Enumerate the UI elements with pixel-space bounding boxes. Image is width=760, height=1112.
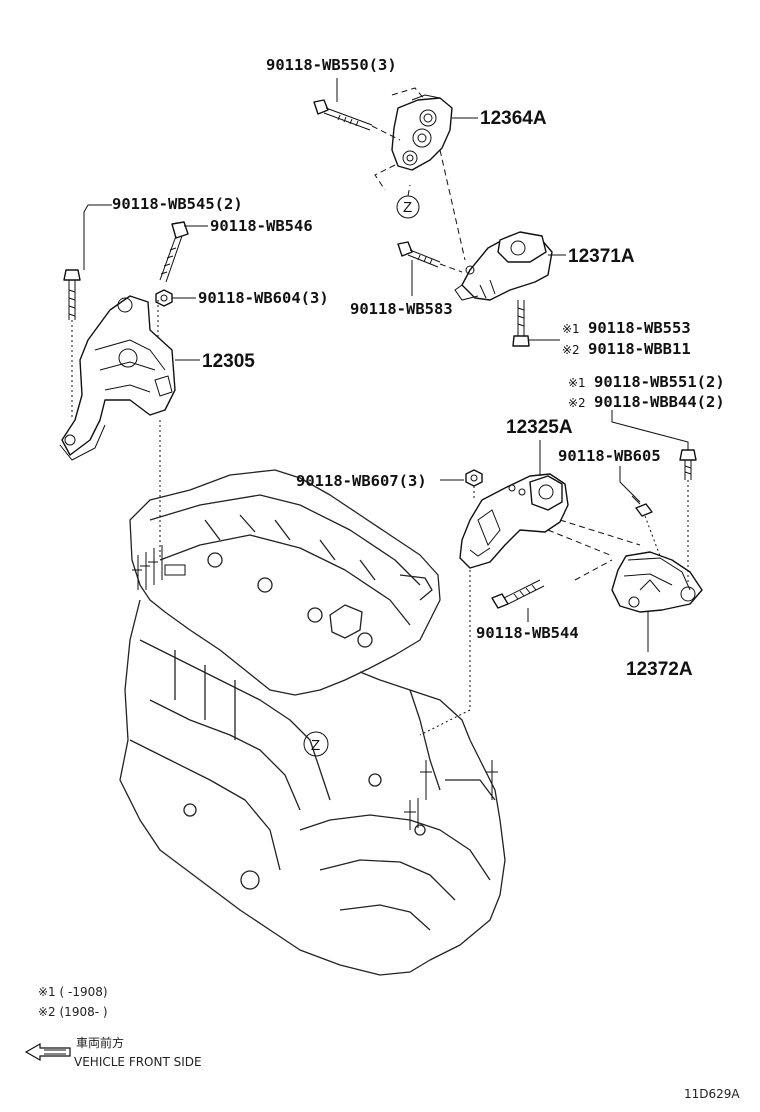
- bolt-wb583: [397, 241, 441, 268]
- label-12372a: 12372A: [626, 659, 693, 680]
- mount-12372a: [611, 551, 703, 613]
- label-wb544: 90118-WB544: [476, 624, 579, 642]
- label-12371a: 12371A: [568, 246, 635, 267]
- label-12364a: 12364A: [480, 108, 547, 129]
- label-wbb44: 90118-WBB44(2): [594, 393, 725, 411]
- label-wb605: 90118-WB605: [558, 447, 661, 465]
- bolt-wb550: [313, 99, 373, 131]
- label-wb545: 90118-WB545(2): [112, 195, 243, 213]
- mount-12371a: [454, 231, 553, 301]
- mark-note2-wbb11: ※2: [562, 343, 580, 357]
- label-wb607: 90118-WB607(3): [296, 472, 427, 490]
- label-wbb11: 90118-WBB11: [588, 340, 691, 358]
- mark-note2-wbb44: ※2: [568, 396, 586, 410]
- z-label-top: Z: [403, 199, 412, 216]
- front-arrow-icon: [24, 1042, 71, 1062]
- nut-wb607: [465, 469, 483, 487]
- mount-12325a: [459, 473, 569, 569]
- label-12325a: 12325A: [506, 417, 573, 438]
- label-wb546: 90118-WB546: [210, 217, 313, 235]
- bolt-wb553: [512, 300, 530, 347]
- mount-12305: [59, 295, 176, 461]
- legend-japanese: 車両前方: [76, 1035, 124, 1050]
- label-12305: 12305: [202, 351, 255, 372]
- bolt-wb545: [63, 269, 81, 320]
- bolt-wb544: [491, 579, 545, 609]
- note-2-range: ※2 (1908- ): [38, 1005, 108, 1019]
- note-1-range: ※1 ( -1908): [38, 985, 108, 999]
- bolt-wb605: [631, 495, 653, 517]
- bolt-wb546: [159, 221, 189, 283]
- engine-block: [119, 469, 506, 976]
- nut-wb604: [155, 289, 173, 307]
- mark-note1-wb553: ※1: [562, 322, 580, 336]
- mark-note1-wb551: ※1: [568, 376, 586, 390]
- legend-english: VEHICLE FRONT SIDE: [74, 1055, 202, 1069]
- mount-12364a: [391, 94, 453, 171]
- leader-lines: [83, 78, 689, 652]
- bolt-wb551: [679, 449, 697, 480]
- label-wb551: 90118-WB551(2): [594, 373, 725, 391]
- label-wb553: 90118-WB553: [588, 319, 691, 337]
- label-wb550: 90118-WB550(3): [266, 56, 397, 74]
- label-wb604: 90118-WB604(3): [198, 289, 329, 307]
- z-label-engine: Z: [311, 737, 320, 754]
- diagram-code: 11D629A: [684, 1087, 740, 1101]
- label-wb583: 90118-WB583: [350, 300, 453, 318]
- z-marker-engine: [303, 731, 329, 757]
